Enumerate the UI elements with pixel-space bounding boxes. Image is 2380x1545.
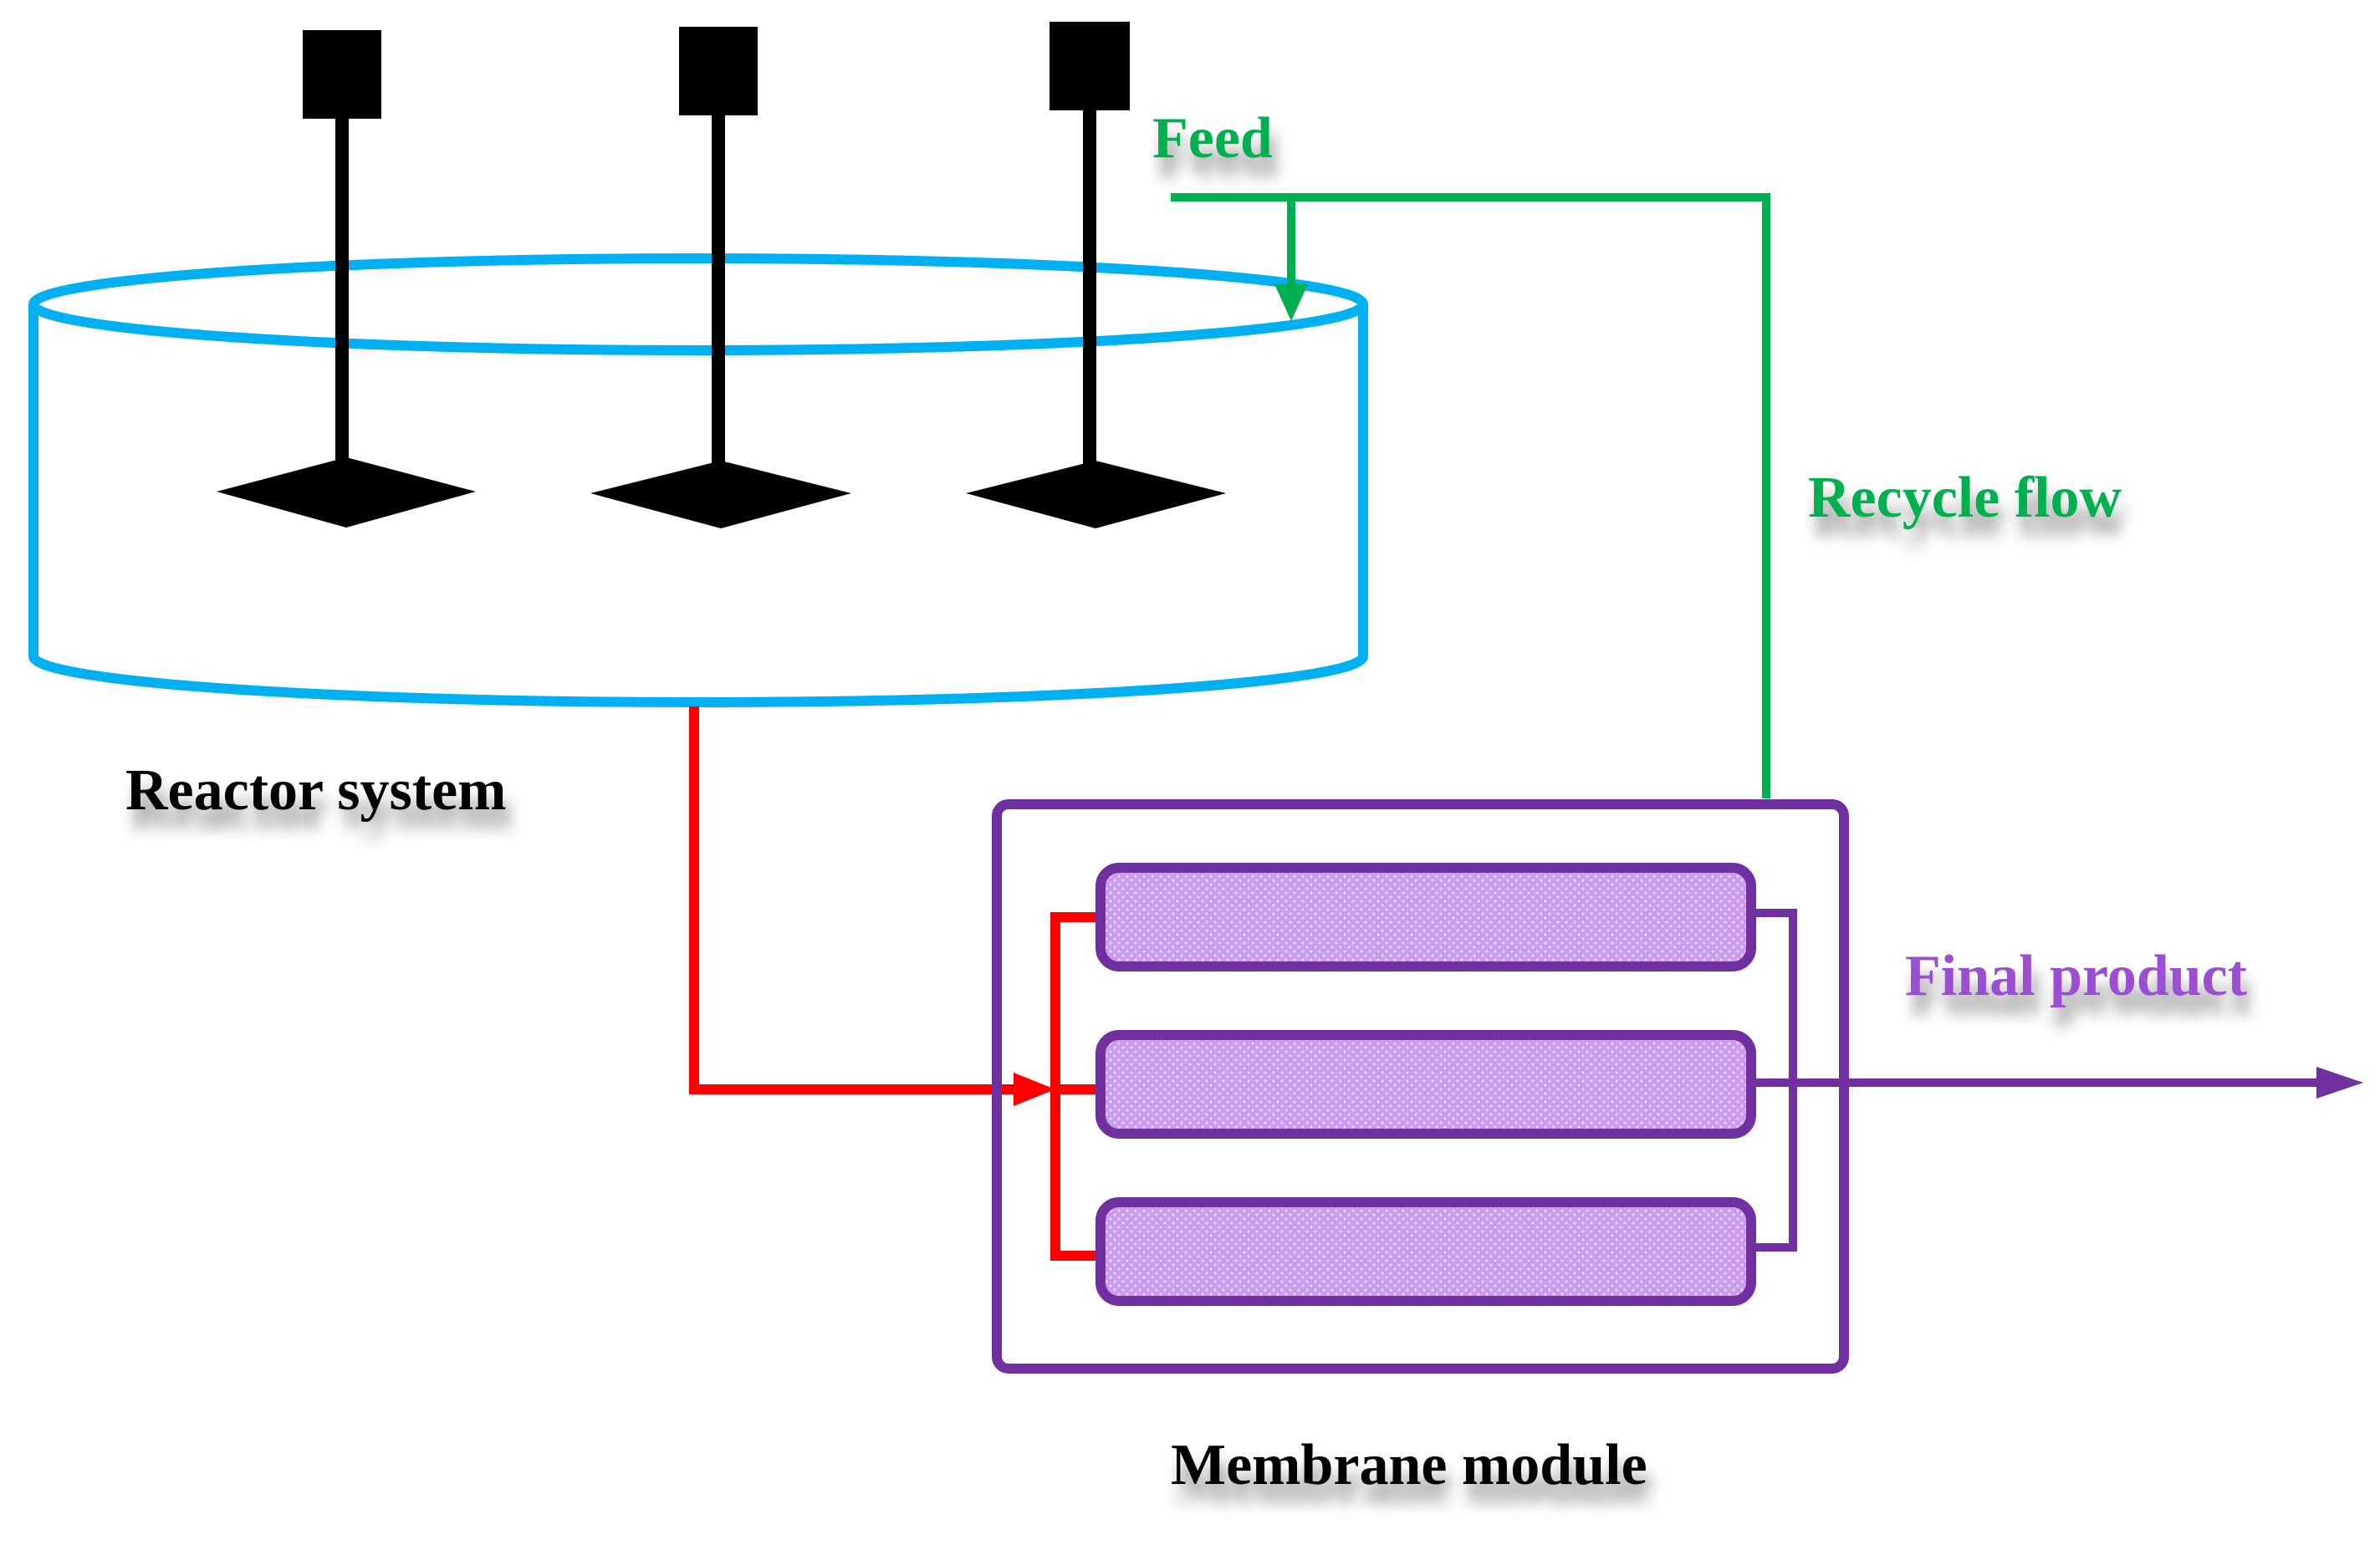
- membrane-module: [992, 799, 1849, 1374]
- reactor-body: [28, 304, 1368, 707]
- membrane-tube: [1096, 863, 1756, 971]
- stirrer-motor: [679, 27, 758, 115]
- reactor-vessel: [28, 253, 1368, 707]
- stirrer-impeller: [966, 461, 1226, 528]
- stirrer-motor: [303, 30, 381, 119]
- membrane-tube: [1096, 1197, 1756, 1306]
- stirrer: [590, 27, 851, 528]
- final-product-label: Final product: [1905, 944, 2247, 1008]
- recycle-flow-label: Recycle flow: [1808, 466, 2122, 530]
- reactor-rim: [28, 253, 1368, 355]
- product-arrow-icon: [2316, 1067, 2363, 1099]
- stirrer: [217, 30, 476, 528]
- reactor-outlet-lines: [689, 706, 1104, 1261]
- membrane-module-label: Membrane module: [1171, 1433, 1647, 1497]
- stirrer-impeller: [217, 457, 476, 528]
- feed-arrow-icon: [1274, 284, 1308, 321]
- reactor-system-label: Reactor system: [125, 758, 506, 823]
- stirrer-impeller: [590, 461, 851, 528]
- product-line: [1751, 1067, 2363, 1099]
- reactor-outlet-line: [689, 706, 1020, 1094]
- stirrer-motor: [1050, 22, 1130, 110]
- feed-recycle-lines: [1171, 193, 1770, 798]
- membrane-tube: [1096, 1030, 1756, 1139]
- recycle-flow-line: [1171, 193, 1770, 798]
- outlet-arrow-icon: [1014, 1073, 1055, 1106]
- feed-label: Feed: [1152, 106, 1273, 171]
- stirrer: [966, 22, 1226, 528]
